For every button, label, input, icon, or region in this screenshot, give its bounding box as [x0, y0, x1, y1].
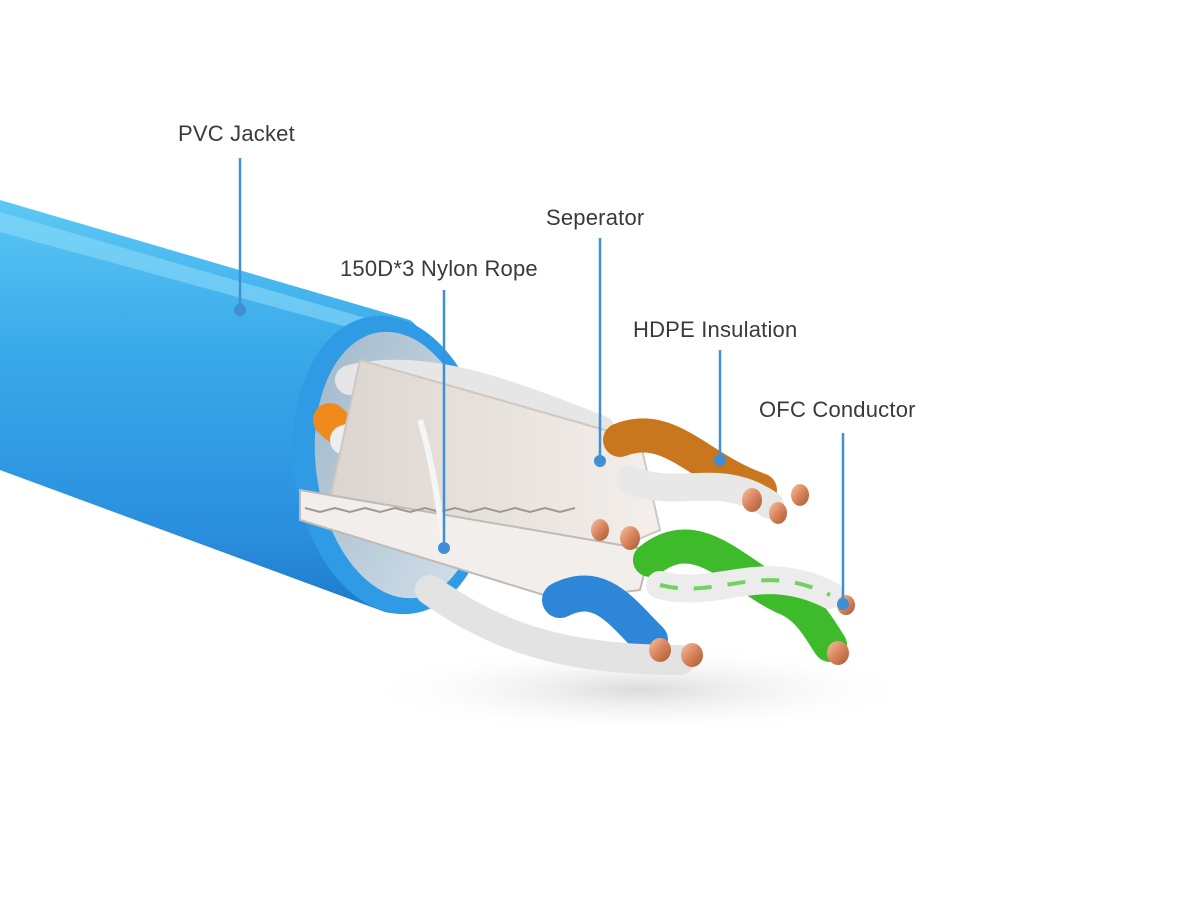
copper-tip-orange — [591, 519, 609, 541]
blue-white-wire — [415, 575, 695, 675]
pvc-jacket-highlight — [0, 212, 400, 340]
cable-shadow — [360, 645, 920, 735]
callout-dot-separator — [594, 455, 606, 467]
copper-conductors — [591, 484, 855, 667]
label-separator: Seperator — [546, 205, 645, 230]
copper-tip-brown — [742, 488, 762, 512]
copper-tip-brown-2 — [769, 502, 787, 524]
callout-dot-pvc — [234, 304, 246, 316]
copper-tip-orange-white — [620, 526, 640, 550]
label-ofc-conductor: OFC Conductor — [759, 397, 916, 422]
copper-tip-green — [827, 641, 849, 665]
callout-dot-nylon — [438, 542, 450, 554]
blue-wire — [542, 575, 668, 658]
callout-dot-ofc — [837, 598, 849, 610]
callout-dot-hdpe — [714, 454, 726, 466]
label-nylon-rope: 150D*3 Nylon Rope — [340, 256, 538, 281]
label-pvc-jacket: PVC Jacket — [178, 121, 295, 146]
copper-tip-blue — [649, 638, 671, 662]
copper-tip-brown-white — [791, 484, 809, 506]
copper-tip-blue-white — [681, 643, 703, 667]
callouts — [234, 158, 849, 610]
green-stripe — [659, 578, 831, 597]
label-hdpe-insulation: HDPE Insulation — [633, 317, 798, 342]
